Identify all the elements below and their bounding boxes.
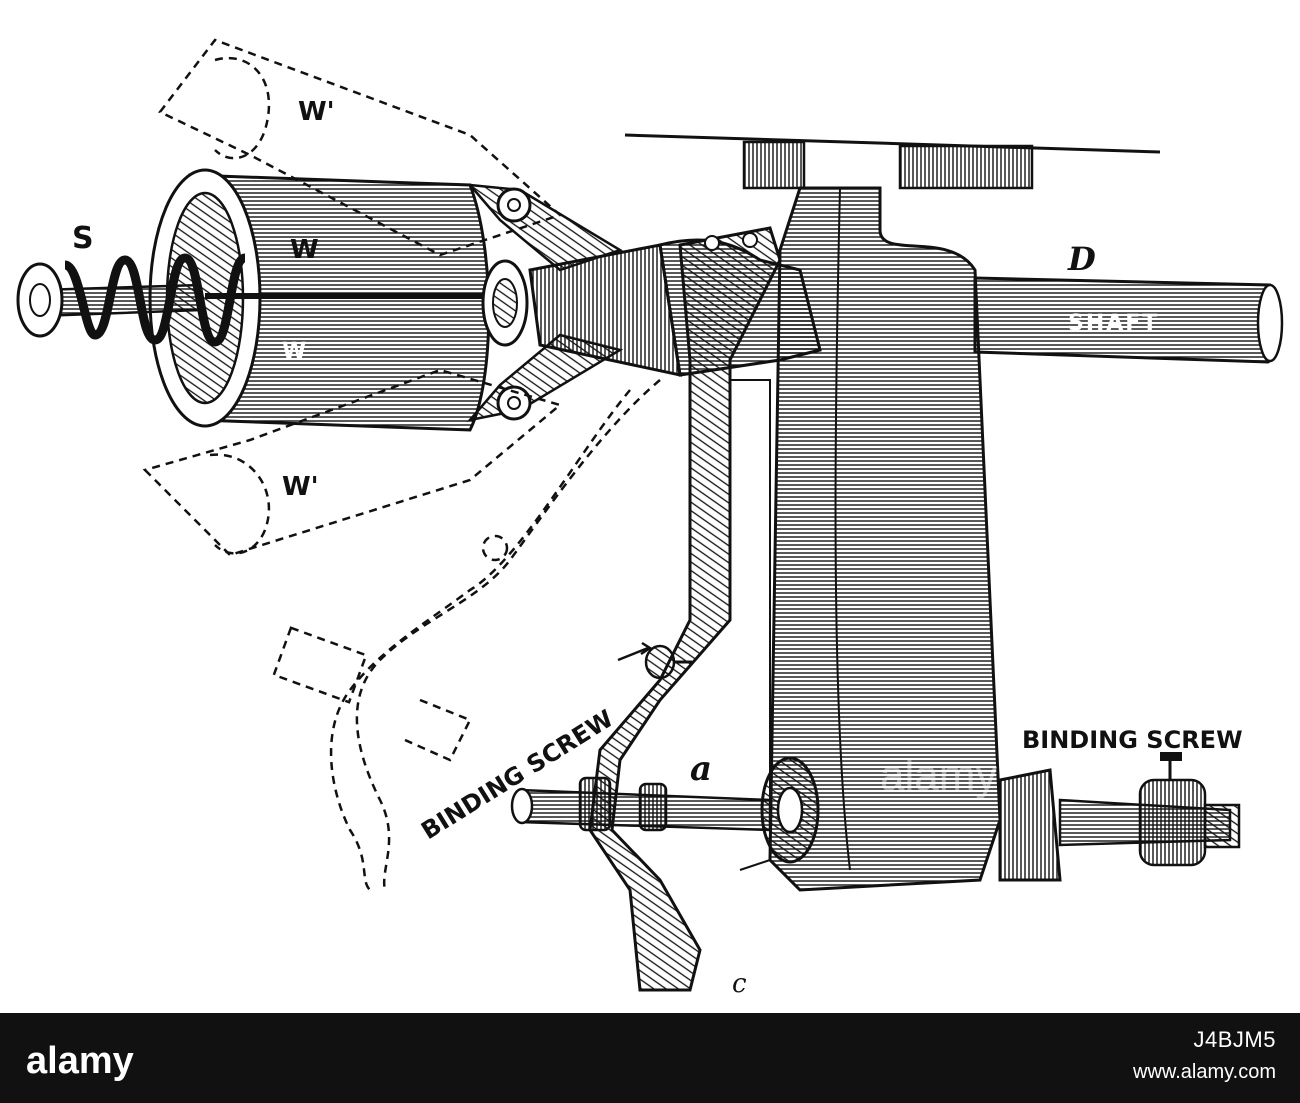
label-w-bottom: W: [282, 339, 306, 364]
arrow-binding-screw: [617, 646, 649, 662]
label-w-prime-top: W': [298, 97, 335, 127]
label-s: S: [72, 221, 94, 256]
label-w-top: W: [290, 235, 319, 265]
dashed-positions: [142, 38, 661, 891]
label-c: c: [732, 969, 747, 999]
lever-arm: [588, 226, 782, 992]
weight-links: [466, 183, 624, 422]
label-binding-screw-right: BINDING SCREW: [1022, 726, 1243, 754]
binding-screw-knob: [644, 644, 692, 680]
spring: [16, 253, 248, 347]
weight-cylinder: [148, 168, 529, 432]
bracket-column: [768, 186, 1002, 892]
svg-text:alamy: alamy: [26, 1040, 134, 1082]
watermark: alamy: [880, 751, 997, 800]
label-a: a: [690, 749, 712, 789]
top-plate: [624, 133, 1161, 190]
label-d: D: [1067, 240, 1096, 278]
label-shaft: SHAFT: [1068, 311, 1159, 336]
image-id: J4BJM5: [1193, 1027, 1276, 1052]
shaft: [973, 276, 1284, 364]
footer-bar: alamy J4BJM5 www.alamy.com: [0, 1013, 1300, 1103]
source-url[interactable]: www.alamy.com: [1133, 1061, 1276, 1083]
governor-illustration: S W W W' W' D SHAFT BINDING SCREW BINDIN…: [16, 38, 1284, 999]
right-spindle: [998, 752, 1241, 882]
label-w-prime-bottom: W': [282, 472, 319, 502]
alamy-logo: alamy: [26, 1040, 134, 1082]
lower-spindle: [510, 756, 820, 864]
